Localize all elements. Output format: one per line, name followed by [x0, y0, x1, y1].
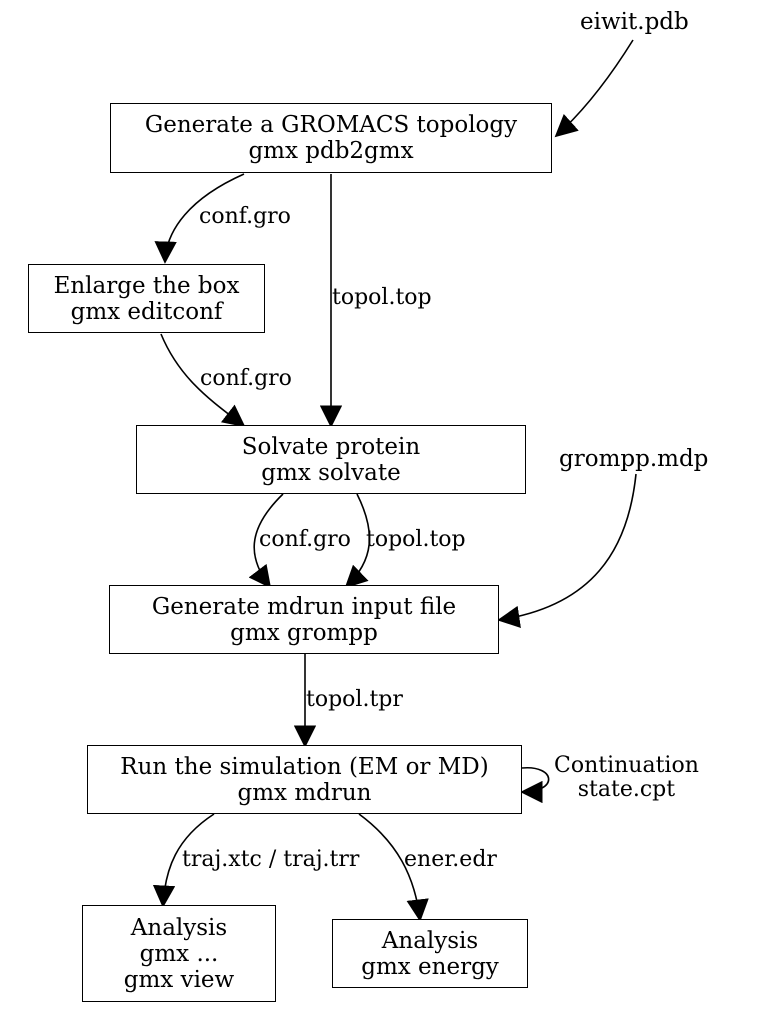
node-mdrun-title: Run the simulation (EM or MD) — [120, 753, 489, 780]
edge-mdrun-to-analysis1 — [152, 813, 215, 908]
input-eiwit-pdb-label: eiwit.pdb — [580, 9, 689, 35]
node-editconf: Enlarge the box gmx editconf — [28, 264, 265, 333]
node-pdb2gmx: Generate a GROMACS topology gmx pdb2gmx — [110, 103, 552, 173]
node-analysis-trajectory-line1: Analysis — [130, 914, 228, 941]
node-editconf-title: Enlarge the box — [53, 272, 240, 299]
node-pdb2gmx-command: gmx pdb2gmx — [248, 138, 414, 164]
edge-label-conf-gro-3: conf.gro — [259, 527, 351, 552]
edge-label-trajectory: traj.xtc / traj.trr — [182, 847, 360, 872]
node-mdrun: Run the simulation (EM or MD) gmx mdrun — [87, 745, 522, 814]
node-analysis-energy-command: gmx energy — [361, 953, 499, 980]
edge-label-continuation-line2: state.cpt — [577, 777, 676, 802]
node-analysis-trajectory-line3: gmx view — [123, 966, 235, 993]
edge-mdrun-self-loop — [520, 767, 550, 804]
edge-eiwit-to-pdb2gmx — [554, 39, 634, 138]
node-analysis-trajectory: Analysis gmx ... gmx view — [82, 905, 276, 1002]
edge-editconf-to-solvate — [160, 333, 246, 428]
edge-label-conf-gro-1: conf.gro — [199, 204, 291, 229]
node-grompp-title: Generate mdrun input file — [151, 593, 457, 620]
node-mdrun-command: gmx mdrun — [237, 779, 372, 806]
edge-label-topol-top-2: topol.top — [366, 527, 466, 552]
edge-pdb2gmx-to-editconf — [154, 173, 245, 264]
node-solvate: Solvate protein gmx solvate — [136, 425, 526, 494]
input-grompp-mdp: grompp.mdp — [559, 446, 708, 472]
node-analysis-trajectory-line2: gmx ... — [139, 940, 219, 967]
node-grompp-command: gmx grompp — [230, 619, 378, 646]
edge-solvate-to-grompp-topol — [344, 493, 371, 589]
node-solvate-command: gmx solvate — [261, 459, 401, 486]
edge-solvate-to-grompp-conf — [248, 493, 284, 589]
node-pdb2gmx-title: Generate a GROMACS topology — [144, 112, 518, 138]
edge-label-conf-gro-2: conf.gro — [200, 366, 292, 391]
edge-label-topol-top-1: topol.top — [332, 285, 432, 310]
node-analysis-energy-title: Analysis — [381, 927, 479, 954]
edge-label-topol-tpr: topol.tpr — [306, 687, 403, 712]
node-editconf-command: gmx editconf — [70, 298, 223, 325]
node-solvate-title: Solvate protein — [241, 433, 421, 460]
edge-grompp-mdp-to-grompp — [497, 473, 637, 629]
node-grompp: Generate mdrun input file gmx grompp — [109, 585, 499, 654]
edge-label-continuation: Continuation state.cpt — [554, 754, 699, 802]
node-analysis-energy: Analysis gmx energy — [332, 919, 528, 988]
edge-mdrun-to-analysis2 — [358, 813, 429, 922]
edge-label-energy: ener.edr — [404, 847, 497, 872]
edge-label-continuation-line1: Continuation — [554, 753, 699, 778]
input-eiwit-pdb: eiwit.pdb — [580, 9, 689, 35]
input-grompp-mdp-label: grompp.mdp — [559, 446, 709, 472]
